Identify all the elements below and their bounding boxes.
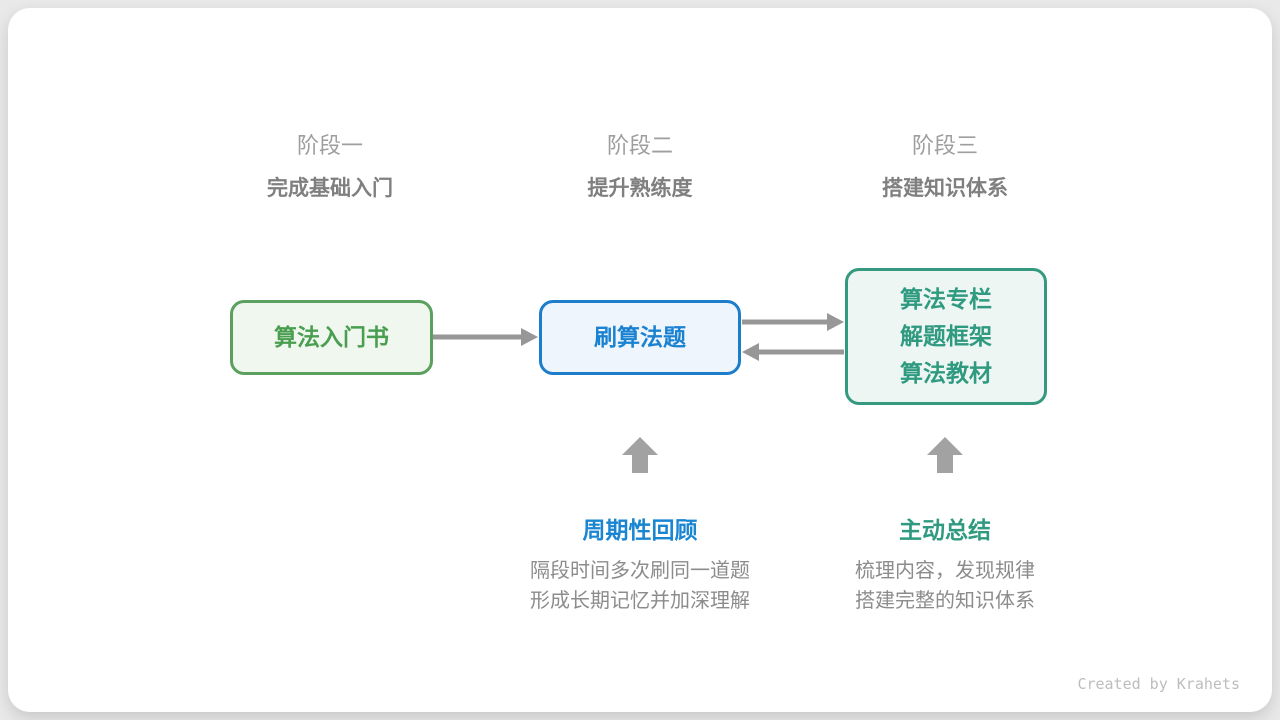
annotation-periodic-review-desc-line-1: 隔段时间多次刷同一道题 [530, 560, 750, 582]
node-algorithm-intro-book: 算法入门书 [230, 300, 433, 375]
node-knowledge-resources-line-1: 算法专栏 [900, 286, 992, 312]
annotation-periodic-review-desc: 隔段时间多次刷同一道题 形成长期记忆并加深理解 [530, 556, 750, 616]
node-knowledge-resources-line-3: 算法教材 [900, 360, 992, 386]
annotation-active-summary-desc-line-2: 搭建完整的知识体系 [855, 590, 1035, 612]
annotation-periodic-review-desc-line-2: 形成长期记忆并加深理解 [530, 590, 750, 612]
annotation-active-summary-desc-line-1: 梳理内容，发现规律 [855, 560, 1035, 582]
arrow-left-resources-to-practice-icon [742, 343, 844, 361]
arrow-right-book-to-practice-icon [433, 328, 538, 346]
footer-credit: Created by Krahets [1077, 675, 1240, 693]
up-arrow-periodic-review-icon [622, 437, 658, 473]
annotation-active-summary-desc: 梳理内容，发现规律 搭建完整的知识体系 [855, 556, 1035, 616]
up-arrow-active-summary-icon [927, 437, 963, 473]
stage-3-label: 阶段三 [911, 133, 979, 158]
annotation-active-summary-title: 主动总结 [899, 517, 991, 543]
arrow-right-practice-to-resources-icon [742, 313, 844, 331]
node-knowledge-resources: 算法专栏 解题框架 算法教材 [845, 268, 1047, 405]
stage-2-subtitle: 提升熟练度 [587, 177, 693, 200]
node-practice-problems: 刷算法题 [539, 300, 741, 375]
node-practice-problems-label: 刷算法题 [594, 324, 686, 350]
stage-1-subtitle: 完成基础入门 [267, 177, 393, 200]
annotation-periodic-review-title: 周期性回顾 [582, 517, 698, 543]
stage-3-subtitle: 搭建知识体系 [882, 177, 1008, 200]
node-knowledge-resources-line-2: 解题框架 [900, 323, 992, 349]
stage-1-label: 阶段一 [296, 133, 364, 158]
stage-2-label: 阶段二 [606, 133, 674, 158]
node-algorithm-intro-book-label: 算法入门书 [274, 324, 389, 350]
